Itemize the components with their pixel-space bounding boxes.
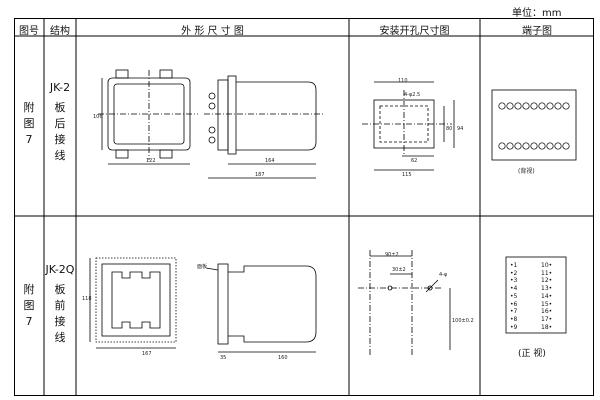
row1-structure: JK-2 板后接线: [44, 80, 76, 164]
terminal-left-7: •7: [510, 308, 518, 316]
row1-terminal-drawing: [491, 89, 577, 161]
spec-table-grid: [14, 18, 594, 396]
row1-mount-hole: 4-φ2.5: [404, 92, 421, 98]
terminal-left-3: •3: [510, 277, 518, 285]
row2-terminal-list-left: •1 •2 •3 •4 •5 •6 •7 •8 •9: [510, 262, 534, 331]
terminal-right-15: 15•: [541, 300, 553, 308]
terminal-right-18: 18•: [541, 323, 553, 331]
terminal-left-2: •2: [510, 269, 518, 277]
header-fig-no: 图号: [19, 26, 39, 37]
row1-mount-w: 110: [398, 78, 408, 84]
row1-outline-drawing: [98, 69, 324, 179]
row2-mount-a: 90±2: [385, 252, 399, 258]
row2-terminal-list-right: 10• 11• 12• 13• 14• 15• 16• 17• 18•: [541, 262, 567, 331]
terminal-right-12: 12•: [541, 277, 553, 285]
row2-outline-panel: 面板: [197, 264, 208, 270]
row2-mount-hole: 4-φ: [439, 272, 448, 278]
row1-terminal-caption: (背视): [518, 168, 535, 175]
terminal-right-16: 16•: [541, 308, 553, 316]
terminal-left-4: •4: [510, 285, 518, 293]
terminal-left-6: •6: [510, 300, 518, 308]
row2-outline-height: 118: [82, 296, 92, 302]
row1-outline-d3: 187: [255, 172, 265, 178]
header-terminal: 端子图: [522, 26, 552, 37]
terminal-right-13: 13•: [541, 285, 553, 293]
row1-outline-height: 106: [93, 114, 103, 120]
row1-outline-d1: 122: [146, 158, 156, 164]
terminal-right-11: 11•: [541, 269, 553, 277]
row2-terminal-box: [505, 256, 567, 334]
terminal-left-1: •1: [510, 262, 518, 269]
row2-outline-d2: 160: [278, 355, 288, 361]
row2-mount-b: 30±2: [392, 267, 406, 273]
terminal-right-10: 10•: [541, 262, 553, 269]
terminal-left-9: •9: [510, 323, 518, 331]
row2-outline-d1: 35: [220, 355, 227, 361]
row1-mount-h1: 80: [446, 126, 453, 132]
row2-model: JK-2Q: [45, 263, 75, 276]
row1-mount-b1: 62: [411, 158, 418, 164]
row1-mount-drawing: [362, 81, 455, 171]
row2-terminal-caption: (正 视): [518, 349, 546, 359]
row2-outline-width: 167: [142, 351, 152, 357]
terminal-left-5: •5: [510, 292, 518, 300]
unit-label: 单位：mm: [512, 8, 562, 19]
terminal-left-8: •8: [510, 315, 518, 323]
row2-mount-h: 100±0.2: [452, 318, 474, 324]
header-mounting: 安装开孔尺寸图: [379, 26, 450, 37]
row1-outline-d2: 164: [265, 158, 275, 164]
header-structure: 结构: [50, 26, 70, 37]
terminal-right-14: 14•: [541, 292, 553, 300]
row1-model: JK-2: [49, 81, 71, 94]
row2-outline-drawing: [89, 257, 317, 353]
row1-mount-b2: 115: [402, 172, 412, 178]
row2-mount-drawing: [358, 250, 451, 356]
terminal-right-17: 17•: [541, 315, 553, 323]
row1-mount-h2: 94: [457, 126, 464, 132]
header-outline: 外 形 尺 寸 图: [181, 26, 244, 37]
row2-structure: JK-2Q 板前接线: [45, 263, 75, 344]
